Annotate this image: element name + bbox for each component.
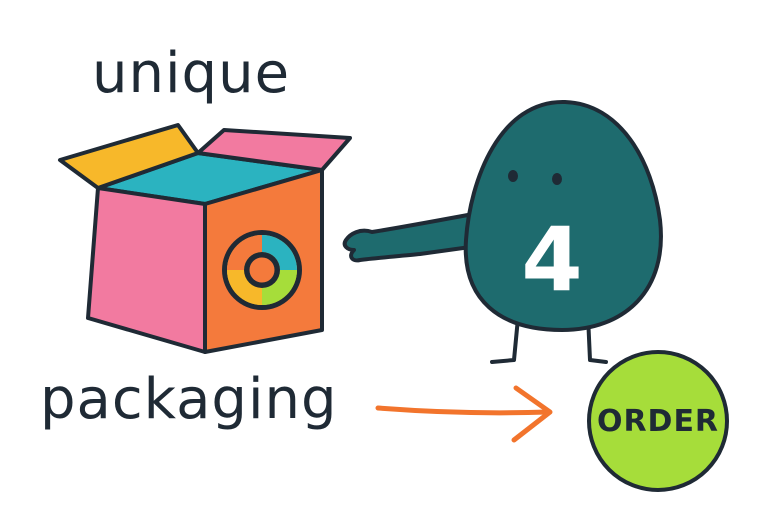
mascot-number: 4 [521, 208, 582, 311]
open-box-icon [58, 123, 352, 354]
arrow-right-icon [375, 385, 553, 443]
headline-bottom-word: packaging [40, 367, 338, 432]
headline-top-word: unique [92, 41, 291, 106]
order-button[interactable]: ORDER [587, 350, 729, 492]
order-button-label: ORDER [596, 403, 720, 439]
ring-logo-icon [222, 230, 302, 310]
blob-mascot-icon [342, 99, 663, 364]
